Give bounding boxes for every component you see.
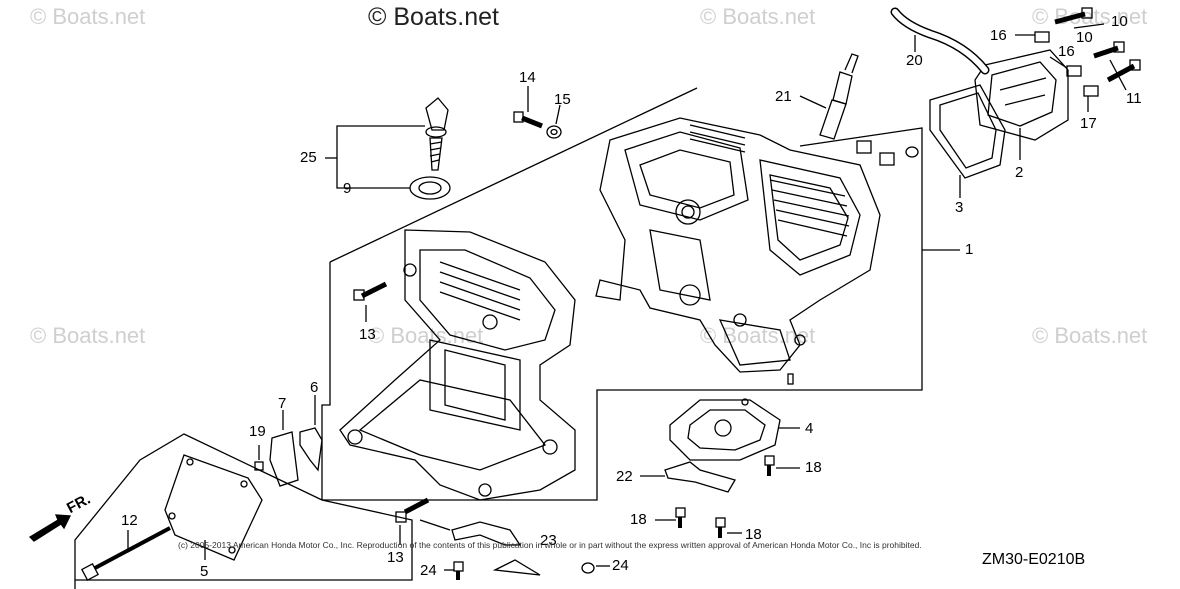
plate-7: [269, 431, 299, 487]
callout-24: 24: [420, 562, 437, 579]
callout-5: 5: [200, 563, 209, 580]
side-cover: [164, 454, 263, 561]
plate-6: [299, 427, 323, 472]
callout-20: 20: [906, 52, 923, 69]
callout-15: 15: [554, 91, 571, 108]
watermark: © Boats.net: [700, 4, 816, 29]
cover-frame: [74, 433, 413, 589]
callout-18: 18: [630, 511, 647, 528]
assembly-frame-left: [321, 262, 331, 500]
bolts-10: [1054, 7, 1125, 59]
callout-1: 1: [965, 241, 974, 258]
callout-16: 16: [990, 27, 1007, 44]
callout-17: 17: [1080, 115, 1097, 132]
callout-3: 3: [955, 199, 964, 216]
watermark: © Boats.net: [30, 323, 146, 348]
callout-16: 16: [1058, 43, 1075, 60]
callout-24: 24: [612, 557, 629, 574]
oil-filler-cap: [425, 97, 449, 171]
head-cover: [974, 49, 1069, 141]
callout-12: 12: [121, 512, 138, 529]
callout-6: 6: [310, 379, 319, 396]
callout-2: 2: [1015, 164, 1024, 181]
callout-13: 13: [387, 549, 404, 566]
front-arrow: [28, 514, 72, 542]
callout-9: 9: [343, 180, 352, 197]
callout-13: 13: [359, 326, 376, 343]
copyright-notice: (c) 2005-2013 American Honda Motor Co., …: [178, 540, 922, 550]
callout-18: 18: [805, 459, 822, 476]
callout-10: 10: [1076, 29, 1093, 46]
part-23: [451, 521, 522, 546]
callout-19: 19: [249, 423, 266, 440]
callout-11: 11: [1126, 90, 1142, 107]
diagram-code: ZM30-E0210B: [982, 551, 1086, 568]
callout-10: 10: [1111, 13, 1128, 30]
head-gasket: [929, 84, 1006, 179]
callout-14: 14: [519, 69, 536, 86]
oil-seal: [409, 176, 451, 200]
callout-4: 4: [805, 420, 814, 437]
callout-23: 23: [540, 532, 557, 549]
callout-22: 22: [616, 468, 633, 485]
watermark: © Boats.net: [368, 323, 484, 348]
bolt-11: [1106, 59, 1141, 83]
watermark: © Boats.net: [1032, 323, 1148, 348]
callout-21: 21: [775, 88, 792, 105]
callout-25: 25: [300, 149, 317, 166]
watermark-main: © Boats.net: [368, 3, 499, 31]
watermark: © Boats.net: [30, 4, 146, 29]
assembly-frame-right: [322, 127, 923, 501]
crankcase-body: [595, 117, 881, 385]
assembly-frame-top: [329, 87, 698, 263]
spark-plug: [799, 53, 859, 140]
pump-cover: [669, 399, 781, 461]
long-bolt: [94, 526, 171, 570]
callout-18: 18: [745, 526, 762, 543]
callout-7: 7: [278, 395, 287, 412]
clamp-22: [664, 461, 736, 493]
crankcase-cover: [339, 229, 576, 501]
